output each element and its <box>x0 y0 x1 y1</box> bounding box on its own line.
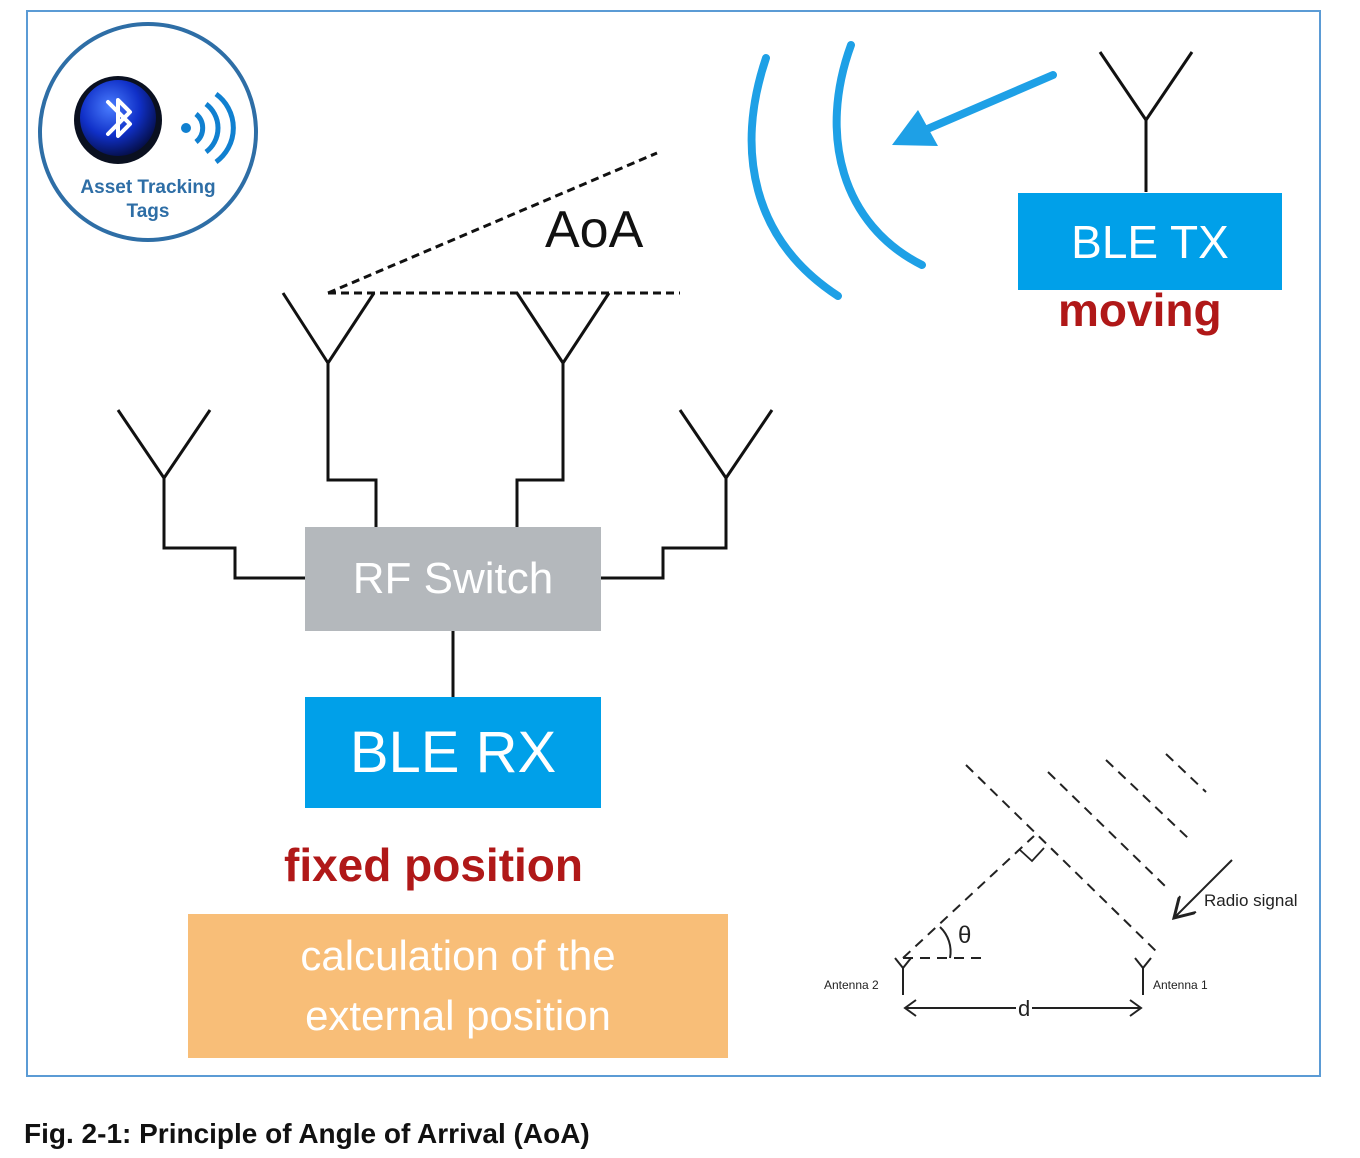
aoa-angle-lines <box>327 151 680 295</box>
antenna-array <box>116 292 774 697</box>
logo-line-1: Asset Tracking <box>80 177 216 198</box>
logo-line-2: Tags <box>126 201 170 222</box>
inset-geometry <box>894 753 1233 1017</box>
arrow-icon <box>892 71 1057 146</box>
radio-signal-label: Radio signal <box>1204 891 1298 910</box>
antenna-1-label: Antenna 1 <box>1153 978 1208 992</box>
ble-tx-box: BLE TX <box>1018 193 1282 290</box>
antenna-icon <box>515 292 611 527</box>
diagram-frame <box>26 10 1321 1077</box>
antenna-icon <box>116 409 305 580</box>
antenna-icon <box>894 957 912 995</box>
aoa-label: AoA <box>545 201 644 259</box>
calc-line-1: calculation of the <box>300 932 616 979</box>
calc-line-2: external position <box>305 992 611 1039</box>
antenna-2-label: Antenna 2 <box>824 978 879 992</box>
ble-rx-box: BLE RX <box>305 697 601 808</box>
signal-waves-icon <box>181 91 236 165</box>
figure-caption: Fig. 2-1: Principle of Angle of Arrival … <box>24 1118 590 1149</box>
bluetooth-icon <box>74 76 162 164</box>
antenna-icon <box>601 409 774 580</box>
asset-tracking-logo <box>38 22 258 242</box>
theta-label: θ <box>958 922 972 949</box>
moving-label: moving <box>1058 284 1222 336</box>
antenna-icon <box>1134 957 1152 995</box>
radio-wave-arcs <box>747 41 926 300</box>
fixed-position-label: fixed position <box>284 839 583 891</box>
distance-label: d <box>1016 996 1033 1022</box>
calculation-box: calculation of the external position <box>188 914 728 1058</box>
tx-antenna-icon <box>1098 51 1194 192</box>
logo-text: Asset Tracking Tags <box>40 176 256 224</box>
antenna-icon <box>281 292 378 527</box>
rf-switch-box: RF Switch <box>305 527 601 631</box>
